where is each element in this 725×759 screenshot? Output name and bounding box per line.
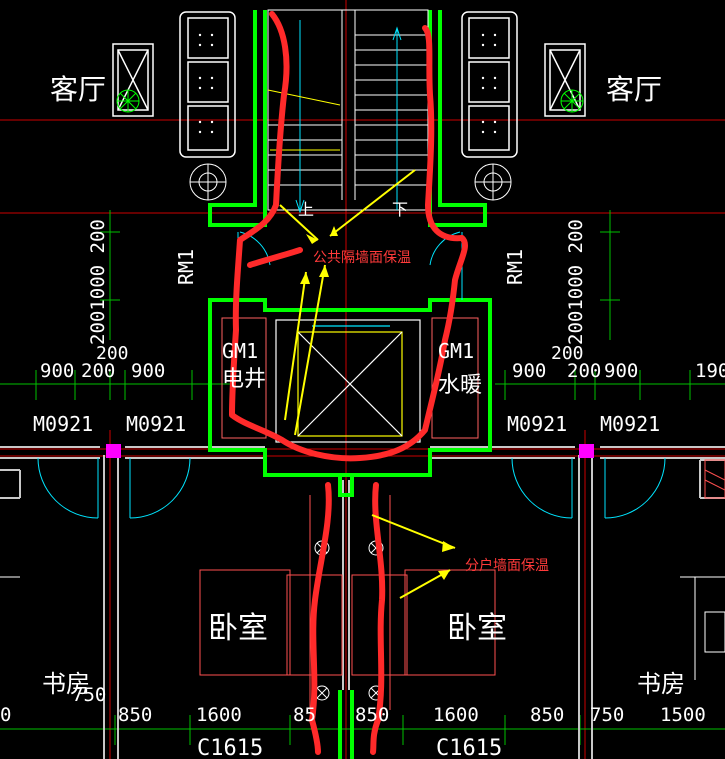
arrow-heads	[300, 226, 455, 580]
tag-door-2: M0921	[126, 412, 186, 436]
dim-bottom-750-right: 750	[590, 704, 624, 726]
tag-gm1-left: GM1	[222, 339, 258, 363]
sofa-right	[461, 11, 518, 158]
dim-bottom-0: 0	[0, 704, 11, 726]
dim-bottom-850-b: 850	[355, 704, 389, 726]
tag-window-right: C1615	[436, 736, 502, 759]
dim-vertical-right: 2001000 200	[565, 219, 587, 345]
dim-bottom-1600-a: 1600	[196, 704, 242, 726]
plant-icon-2	[560, 89, 584, 113]
columns	[106, 444, 594, 458]
room-label-study-left: 书房	[42, 670, 90, 698]
dim-under-right: 200	[551, 343, 584, 364]
wall-fixtures	[0, 540, 725, 701]
room-label-water-shaft: 水暖	[438, 373, 482, 398]
dim-under-left: 200	[96, 343, 129, 364]
shaft-outlines	[221, 317, 479, 439]
dimension-lines	[0, 210, 725, 745]
stair-down-label: 下	[392, 200, 408, 219]
sofa-left	[179, 11, 236, 158]
tag-rm1-left: RM1	[174, 249, 198, 285]
dim-bottom-1500: 1500	[660, 704, 706, 726]
annotation-household-wall: 分户墙面保温	[465, 557, 549, 574]
dim-top-right-3: 900	[604, 360, 638, 382]
leader-arrows	[279, 169, 456, 599]
tag-door-3: M0921	[507, 412, 567, 436]
dim-top-left-2: 200	[81, 360, 115, 382]
dim-top-right-1: 900	[512, 360, 546, 382]
bedroom-furniture	[199, 495, 496, 710]
plant-icon-4	[474, 163, 512, 201]
dim-bottom-1600-b: 1600	[433, 704, 479, 726]
room-label-living-right: 客厅	[606, 73, 662, 106]
sofa-dots	[198, 33, 497, 134]
room-label-bedroom-left: 卧室	[208, 611, 268, 646]
tag-window-left: C1615	[197, 736, 263, 759]
stair-direction-lines	[295, 20, 402, 214]
dim-bottom-85: 85	[293, 704, 316, 726]
dim-bottom-850-a: 850	[118, 704, 152, 726]
dim-bottom-850-c: 850	[530, 704, 564, 726]
elevator	[275, 319, 421, 443]
dim-top-left-3: 900	[131, 360, 165, 382]
dim-top-right-2: 200	[567, 360, 601, 382]
dim-top-right-4: 190	[695, 360, 725, 382]
tag-gm1-right: GM1	[438, 339, 474, 363]
insulation-markup	[229, 11, 468, 755]
cabinet-right	[544, 43, 586, 117]
tag-door-1: M0921	[33, 412, 93, 436]
plant-icon-1	[116, 89, 140, 113]
dim-top-left-1: 900	[40, 360, 74, 382]
cabinet-left	[112, 43, 154, 117]
annotation-public-wall: 公共隔墙面保温	[313, 250, 411, 266]
dim-bottom-750-left: 750	[72, 684, 106, 706]
plant-icon-3	[189, 163, 227, 201]
room-label-elec-shaft: 电井	[222, 367, 266, 392]
tag-rm1-right: RM1	[503, 249, 527, 285]
stair-up-label: 上	[298, 200, 314, 219]
dim-vertical-left: 2001000 200	[87, 219, 109, 345]
room-label-bedroom-right: 卧室	[447, 611, 507, 646]
room-label-living-left: 客厅	[50, 73, 106, 106]
tag-door-4: M0921	[600, 412, 660, 436]
room-label-study-right: 书房	[637, 670, 685, 698]
staircase	[267, 9, 429, 211]
window-hatch	[704, 459, 725, 499]
